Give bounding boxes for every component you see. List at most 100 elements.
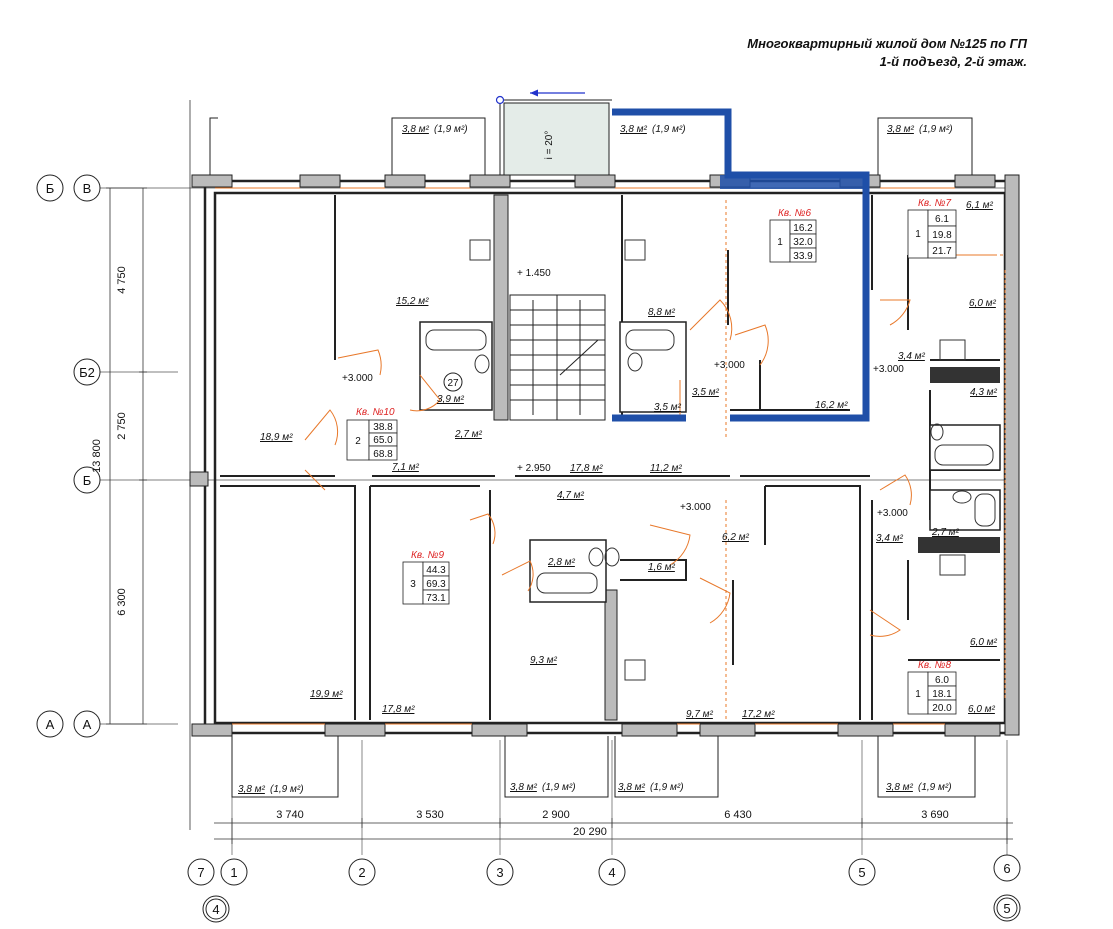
axis-col-5-outer: 5 (1003, 901, 1010, 916)
highlighted-wall-top (720, 175, 866, 189)
balcony-2-sub: (1,9 м²) (652, 124, 686, 135)
apartment-8-total: 18.1 (932, 689, 952, 700)
room-area: 19,9 м² (310, 689, 343, 700)
balcony-6-sub: (1,9 м²) (650, 782, 684, 793)
apartment-9-name: Кв. №9 (411, 550, 445, 561)
apartment-7-rooms: 1 (915, 229, 921, 240)
dim-v-2750: 2 750 (116, 412, 128, 440)
apartment-9-living: 44.3 (426, 565, 446, 576)
apartment-6-gross: 33.9 (793, 251, 813, 262)
axis-col-1: 1 (230, 865, 237, 880)
apartment-8-gross: 20.0 (932, 703, 952, 714)
balcony-5-area: 3,8 м² (510, 782, 538, 793)
dimension-lines (106, 100, 1013, 844)
axis-row-b: Б (83, 473, 92, 488)
apartment-10-living: 38.8 (373, 422, 393, 433)
balcony-7-sub: (1,9 м²) (918, 782, 952, 793)
balcony-3-sub: (1,9 м²) (919, 124, 953, 135)
dim-h-3690: 3 690 (921, 809, 949, 821)
apartment-6-living: 16.2 (793, 223, 813, 234)
room-area: 6,0 м² (968, 704, 996, 715)
room-area: 6,1 м² (966, 200, 994, 211)
balcony-4-area: 3,8 м² (238, 784, 266, 795)
room-area: 3,4 м² (898, 351, 926, 362)
room-area: 2,7 м² (454, 429, 483, 440)
level-2950: + 2.950 (517, 463, 551, 474)
room-area: 4,7 м² (557, 490, 585, 501)
level-mark-2: +3.000 (714, 360, 745, 371)
balcony-rails (209, 117, 976, 798)
apartment-table-7 (907, 209, 957, 259)
entrance-ramp (495, 89, 612, 176)
apartment-9-rooms: 3 (410, 579, 416, 590)
apartment-table-8 (907, 671, 957, 715)
dim-h-6430: 6 430 (724, 809, 752, 821)
axis-labels: Б В Б2 Б А А 7 1 4 2 3 4 5 6 5 (46, 181, 1011, 917)
apartment-6-rooms: 1 (777, 237, 783, 248)
room-area: 3,5 м² (692, 387, 720, 398)
room-area: 16,2 м² (815, 400, 848, 411)
room-area: 18,9 м² (260, 432, 293, 443)
balcony-3-area: 3,8 м² (887, 124, 915, 135)
level-mark-5: +3.000 (877, 508, 908, 519)
wall-hatch (189, 174, 1020, 737)
room-area: 2,7 м² (931, 527, 960, 538)
room-tag-circle (443, 372, 463, 392)
room-area: 4,3 м² (970, 387, 998, 398)
room-area: 9,3 м² (530, 655, 558, 666)
room-area: 17,2 м² (742, 709, 775, 720)
room-area: 3,9 м² (437, 394, 465, 405)
apartment-8-name: Кв. №8 (918, 660, 952, 671)
apartment-7-gross: 21.7 (932, 246, 952, 257)
ramp-slope: i = 20° (544, 131, 555, 160)
door-swings (215, 187, 1006, 725)
room-area: 6,2 м² (722, 532, 750, 543)
room-area: 11,2 м² (650, 463, 682, 474)
axis-bubbles (36, 174, 1021, 923)
apartment-8-rooms: 1 (915, 689, 921, 700)
apartment-9-total: 69.3 (426, 579, 446, 590)
room-area: 15,2 м² (396, 296, 429, 307)
fixtures (425, 239, 996, 681)
room-area: 17,8 м² (382, 704, 415, 715)
apartment-10-rooms: 2 (355, 436, 361, 447)
apartment-table-10 (346, 419, 398, 461)
apartment-10-total: 65.0 (373, 435, 393, 446)
axis-col-7: 7 (197, 865, 204, 880)
apartment-table-6 (769, 219, 817, 263)
dim-h-3530: 3 530 (416, 809, 444, 821)
dim-v-6300: 6 300 (116, 588, 128, 616)
room-area: 17,8 м² (570, 463, 603, 474)
balcony-7-area: 3,8 м² (886, 782, 914, 793)
axis-row-a: А (83, 717, 92, 732)
interior-walls (220, 195, 1000, 720)
staircase (509, 294, 606, 421)
room-area: 3,4 м² (876, 533, 904, 544)
room-area: 9,7 м² (686, 709, 714, 720)
axis-row-v: В (83, 181, 92, 196)
level-1450: + 1.450 (517, 268, 551, 279)
apartment-7-name: Кв. №7 (918, 198, 952, 209)
axis-row-b-outer: Б (46, 181, 55, 196)
axis-col-5: 5 (858, 865, 865, 880)
room-area: 1,6 м² (648, 562, 676, 573)
apartment-7-total: 19.8 (932, 230, 952, 241)
apartment-6-total: 32.0 (793, 237, 813, 248)
balcony-1-area: 3,8 м² (402, 124, 430, 135)
balcony-2-area: 3,8 м² (620, 124, 648, 135)
balcony-labels: 3,8 м² (1,9 м²) 3,8 м² (1,9 м²) 3,8 м² (… (238, 124, 953, 795)
balcony-6-area: 3,8 м² (618, 782, 646, 793)
balcony-4-sub: (1,9 м²) (270, 784, 304, 795)
axis-row-b2: Б2 (79, 365, 95, 380)
axis-col-2: 2 (358, 865, 365, 880)
apartment-9-gross: 73.1 (426, 593, 446, 604)
room-tag: 27 (447, 378, 459, 389)
dim-v-13800: 13 800 (91, 439, 103, 473)
apartment-table-9 (402, 561, 450, 605)
room-area: 6,0 м² (970, 637, 998, 648)
drawing-title-line2: 1-й подъезд, 2-й этаж. (879, 54, 1027, 69)
room-area: 8,8 м² (648, 307, 676, 318)
apartment-7-living: 6.1 (935, 214, 949, 225)
stair-hatch (918, 367, 1000, 553)
apartment-10-name: Кв. №10 (356, 407, 395, 418)
